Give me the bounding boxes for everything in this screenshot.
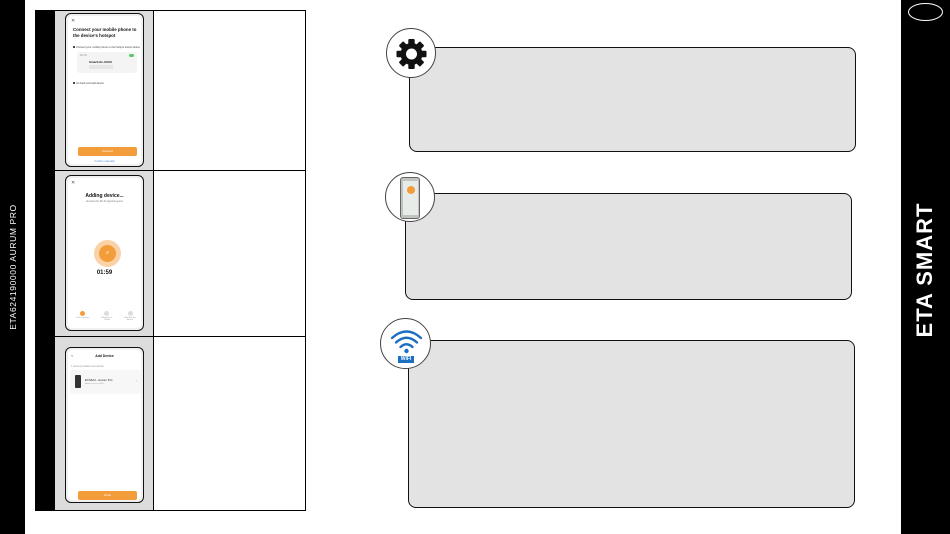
phone-screen: < Add Device 1 device(s) added successfu…: [68, 350, 141, 500]
chevron-right-icon: ›: [135, 378, 137, 383]
phone-screenshot-added: < Add Device 1 device(s) added successfu…: [65, 347, 144, 503]
done-button: Done: [78, 491, 137, 500]
callout-circle-settings: [386, 28, 436, 78]
callout-box-wifi: [408, 340, 855, 508]
hotspot-card: WLAN SmartLife-XXXX: [77, 52, 137, 73]
column-divider: [153, 11, 154, 510]
search-icon: ⌕: [99, 245, 116, 262]
callout-circle-preview: [385, 172, 435, 222]
step-dot: [128, 311, 133, 316]
phone-screen: ✕ Connect your mobile phone to the devic…: [68, 16, 141, 164]
callout-box-settings: [409, 47, 856, 152]
phone-preview-icon: [400, 177, 420, 219]
device-list-item: ETA624 - Aurum Pro Added successfully ›: [70, 370, 141, 394]
instruction-1: Connect your mobile phone to the hotspot…: [73, 46, 141, 49]
preview-badge: [407, 186, 415, 194]
step-dot-active: [80, 311, 85, 316]
confirm-link: Confirm manually: [94, 160, 115, 163]
screen-title: Connect your mobile phone to the device'…: [73, 27, 137, 38]
close-icon: ✕: [71, 180, 76, 186]
phone-screenshot-adding: ✕ Adding device... Ensure the Wi-Fi sign…: [65, 175, 144, 331]
screen-title: Adding device...: [85, 193, 124, 199]
brand-section-title: ETA SMART: [912, 202, 937, 338]
instruction-2: Go back and add device: [73, 82, 141, 85]
progress-steps: Scan devices Register to Cloud Initializ…: [76, 311, 138, 323]
right-spine: [901, 0, 950, 534]
screen-subtitle: Ensure the Wi-Fi signal is good: [86, 200, 123, 203]
screen-title: Add Device: [95, 354, 114, 358]
hotspot-placeholder: [89, 65, 113, 69]
row-divider: [36, 336, 305, 337]
countdown-timer: 01:59: [96, 270, 113, 276]
model-code: ETA624190000 AURUM PRO: [8, 204, 18, 330]
callout-circle-wifi: WIFI: [380, 318, 431, 369]
preview-screen: [403, 181, 418, 215]
phone-screen: ✕ Adding device... Ensure the Wi-Fi sign…: [68, 178, 141, 328]
step-label: Scan devices: [76, 317, 90, 319]
wlan-label: WLAN: [80, 54, 87, 57]
row-divider: [36, 170, 305, 171]
back-icon: <: [71, 353, 74, 358]
step-dot: [104, 311, 109, 316]
gear-icon: [396, 39, 427, 69]
callout-box-preview: [405, 193, 852, 300]
close-icon: ✕: [71, 18, 76, 24]
step-label: Register to Cloud: [101, 317, 113, 321]
added-label: 1 device(s) added successfully: [71, 365, 104, 368]
wlan-toggle: [129, 54, 134, 57]
step-strip: [36, 11, 55, 510]
page-number-oval: [908, 3, 943, 21]
step-label: Initialize the device: [124, 317, 136, 321]
left-spine: [0, 0, 25, 534]
phone-screenshot-connect: ✕ Connect your mobile phone to the devic…: [65, 13, 144, 167]
wifi-icon: [390, 330, 423, 354]
hotspot-name: SmartLife-XXXX: [89, 60, 112, 64]
connect-button: Connect: [78, 147, 137, 156]
device-name: ETA624 - Aurum Pro: [85, 378, 113, 382]
device-status: Added successfully: [85, 383, 104, 385]
device-icon: [75, 375, 81, 388]
wifi-badge: WIFI: [398, 356, 414, 363]
